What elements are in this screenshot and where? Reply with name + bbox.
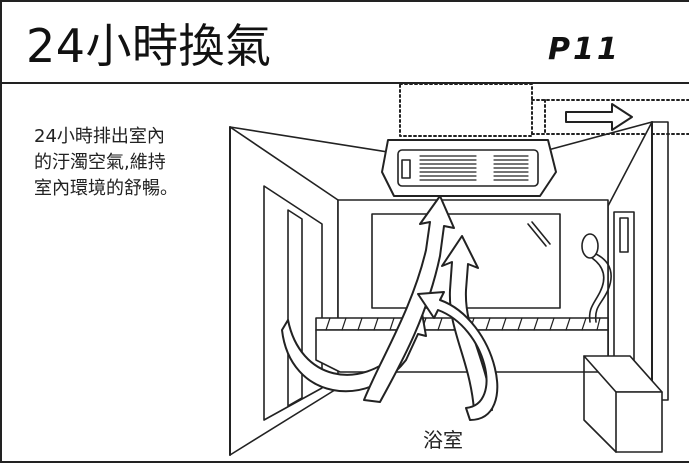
duct-box-outline <box>399 83 533 137</box>
ceiling-left-line <box>229 126 389 153</box>
description-line-2: 的汙濁空氣,維持 <box>34 152 166 173</box>
frame-left-border <box>0 0 2 463</box>
frame-bottom-border <box>0 461 689 463</box>
shower-head-icon <box>581 233 612 323</box>
exhaust-arrow-icon <box>565 103 633 131</box>
ventilation-fan-unit <box>381 139 557 197</box>
room-label: 浴室 <box>423 428 463 452</box>
description-line-1: 24小時排出室內 <box>34 126 165 147</box>
frame-top-border <box>0 0 689 2</box>
description-line-3: 室內環境的舒暢。 <box>34 178 178 199</box>
header-divider <box>0 82 689 84</box>
bench-front <box>615 391 663 453</box>
bench-side <box>583 355 617 453</box>
ceiling-right-line <box>547 121 653 151</box>
page-title: 24小時換氣 <box>26 19 272 73</box>
control-panel-inner <box>619 217 629 253</box>
feature-description: 24小時排出室內 的汙濁空氣,維持 室內環境的舒暢。 <box>34 124 178 202</box>
left-door-outline <box>263 185 323 421</box>
page-number: P11 <box>548 32 621 67</box>
mirror-shine-1 <box>527 223 547 247</box>
airflow-arrow-right <box>417 291 499 421</box>
mirror-shine-2 <box>531 221 551 245</box>
right-wall-thickness <box>651 121 669 401</box>
airflow-arrow-center-left <box>363 195 455 403</box>
